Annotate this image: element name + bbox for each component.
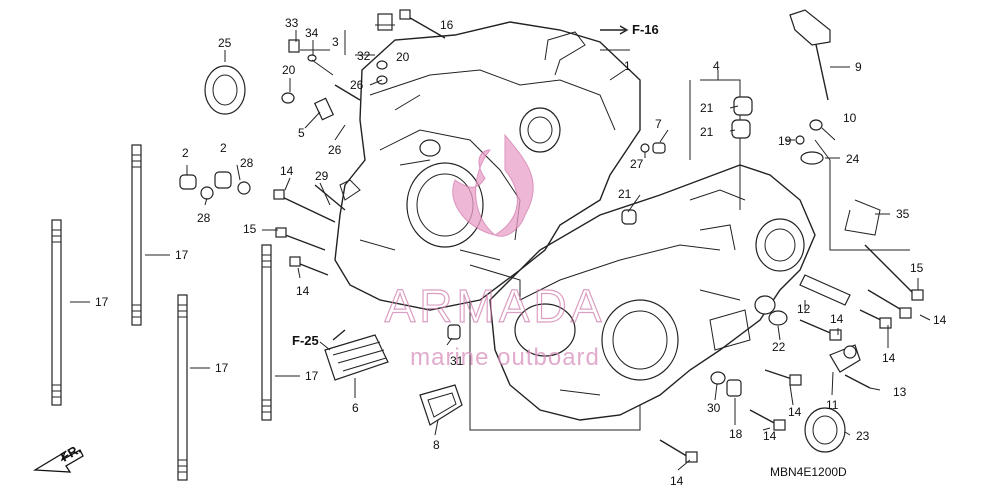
- ref-f16: F-16: [632, 22, 659, 37]
- callout-6: 6: [352, 401, 359, 415]
- callout-17: 17: [95, 295, 109, 309]
- callout-14: 14: [933, 313, 947, 327]
- stud-bolts: [51, 144, 300, 481]
- callout-28: 28: [197, 211, 211, 225]
- callout-11: 11: [826, 398, 839, 412]
- callout-26: 26: [328, 143, 342, 157]
- callout-20: 20: [282, 63, 296, 77]
- callout-4: 4: [713, 59, 720, 73]
- callout-5: 5: [298, 126, 305, 140]
- callout-14: 14: [296, 284, 310, 298]
- small-parts: [179, 9, 924, 463]
- ref-f25: F-25: [292, 333, 319, 348]
- callout-35: 35: [896, 207, 910, 221]
- bracket-lines: [300, 30, 910, 431]
- callout-17: 17: [305, 369, 319, 383]
- callout-31: 31: [450, 354, 464, 368]
- callout-7: 7: [655, 117, 662, 131]
- callout-19: 19: [778, 134, 792, 148]
- callout-12: 12: [797, 302, 811, 316]
- callouts: 33 34 3 32 16 20 20 26 26 5 25 1 4 21 21…: [95, 16, 947, 488]
- callout-13: 13: [893, 385, 907, 399]
- callout-17: 17: [175, 248, 189, 262]
- callout-29: 29: [315, 169, 329, 183]
- callout-25: 25: [218, 36, 232, 50]
- callout-21: 21: [700, 125, 714, 139]
- watermark-subtitle: marine outboard: [410, 344, 600, 371]
- callout-14: 14: [788, 405, 802, 419]
- callout-15: 15: [243, 222, 257, 236]
- callout-24: 24: [846, 152, 860, 166]
- watermark: ARMADA marine outboard: [384, 133, 606, 371]
- callout-27: 27: [630, 157, 644, 171]
- callout-16: 16: [440, 18, 454, 32]
- callout-21: 21: [700, 101, 714, 115]
- callout-14: 14: [882, 351, 896, 365]
- callout-14: 14: [830, 312, 844, 326]
- callout-2: 2: [220, 141, 227, 155]
- callout-20: 20: [396, 50, 410, 64]
- front-arrow-icon: FR.: [32, 441, 84, 473]
- left-crankcase: [334, 21, 641, 311]
- callout-32: 32: [357, 49, 371, 63]
- right-crankcase: [489, 164, 816, 421]
- watermark-emblem: [452, 133, 534, 237]
- callout-23: 23: [856, 429, 870, 443]
- callout-8: 8: [433, 438, 440, 452]
- callout-30: 30: [707, 401, 721, 415]
- callout-15: 15: [910, 261, 924, 275]
- callout-22: 22: [772, 340, 786, 354]
- reference-markers: F-16 F-25: [292, 22, 659, 348]
- callout-33: 33: [285, 16, 299, 30]
- callout-1: 1: [624, 59, 631, 73]
- callout-17: 17: [215, 361, 229, 375]
- watermark-title: ARMADA: [385, 280, 606, 332]
- callout-28: 28: [240, 156, 254, 170]
- callout-26: 26: [350, 78, 364, 92]
- callout-14: 14: [670, 474, 684, 488]
- callout-18: 18: [729, 427, 743, 441]
- leader-lines: [186, 24, 931, 471]
- callout-34: 34: [305, 26, 319, 40]
- callout-14: 14: [763, 429, 777, 443]
- callout-2: 2: [182, 146, 189, 160]
- callout-3: 3: [332, 35, 339, 49]
- callout-14: 14: [280, 164, 294, 178]
- callout-10: 10: [843, 111, 857, 125]
- callout-9: 9: [855, 60, 862, 74]
- diagram-code: MBN4E1200D: [770, 465, 847, 479]
- callout-21: 21: [618, 187, 632, 201]
